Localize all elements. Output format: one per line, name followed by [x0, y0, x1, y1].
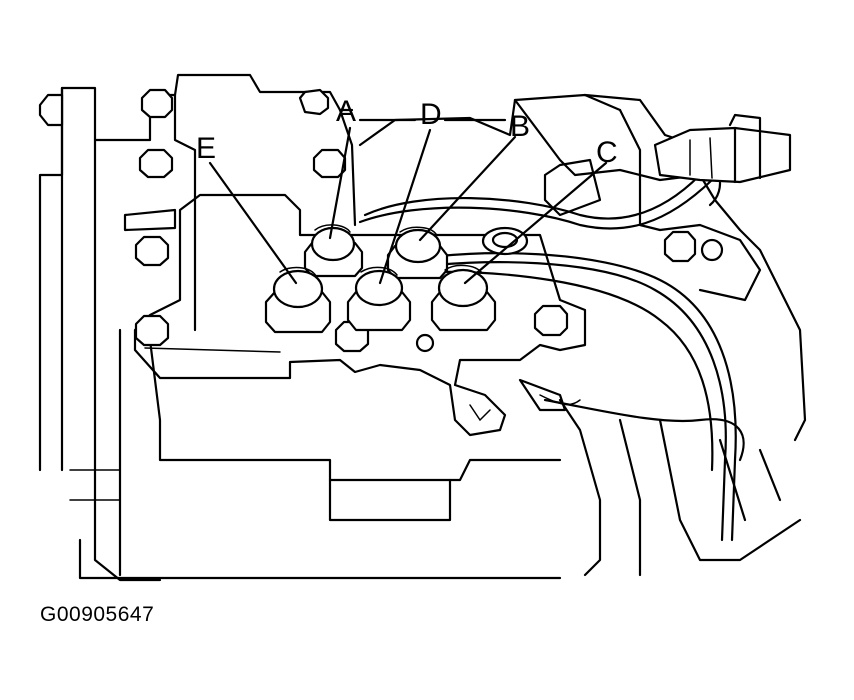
leader-A	[328, 126, 352, 240]
solenoid-C-port	[481, 226, 529, 256]
bolt	[663, 230, 697, 263]
leader-D	[378, 128, 432, 285]
solenoid-C	[430, 264, 497, 332]
valve-body-plate	[133, 193, 587, 437]
figure-id-code: G00905647	[40, 603, 155, 626]
callout-label-D: D	[420, 98, 442, 131]
transmission-case	[38, 73, 562, 582]
leader-B	[418, 135, 517, 242]
bolt	[138, 148, 174, 179]
bolt	[312, 148, 347, 179]
bolt	[134, 314, 170, 347]
bolt	[140, 88, 174, 119]
bolt	[533, 304, 569, 337]
solenoid-E	[264, 266, 332, 334]
bracket	[123, 208, 177, 232]
bolts	[38, 88, 697, 353]
callout-label-E: E	[196, 132, 217, 165]
leader-E	[208, 161, 298, 285]
callout-label-A: A	[336, 95, 357, 128]
solenoid-A	[303, 224, 364, 278]
leader-lines	[208, 118, 608, 285]
bolt	[134, 235, 170, 267]
bolt	[298, 88, 330, 116]
callout-label-C: C	[596, 136, 618, 169]
callout-label-B: B	[510, 110, 531, 143]
wire-harness	[358, 148, 745, 542]
solenoid-D	[346, 266, 412, 332]
solenoid-B	[386, 226, 449, 280]
right-housing	[518, 223, 802, 577]
leader-C	[463, 161, 608, 285]
bolt	[38, 93, 64, 127]
harness-connector	[653, 113, 792, 184]
